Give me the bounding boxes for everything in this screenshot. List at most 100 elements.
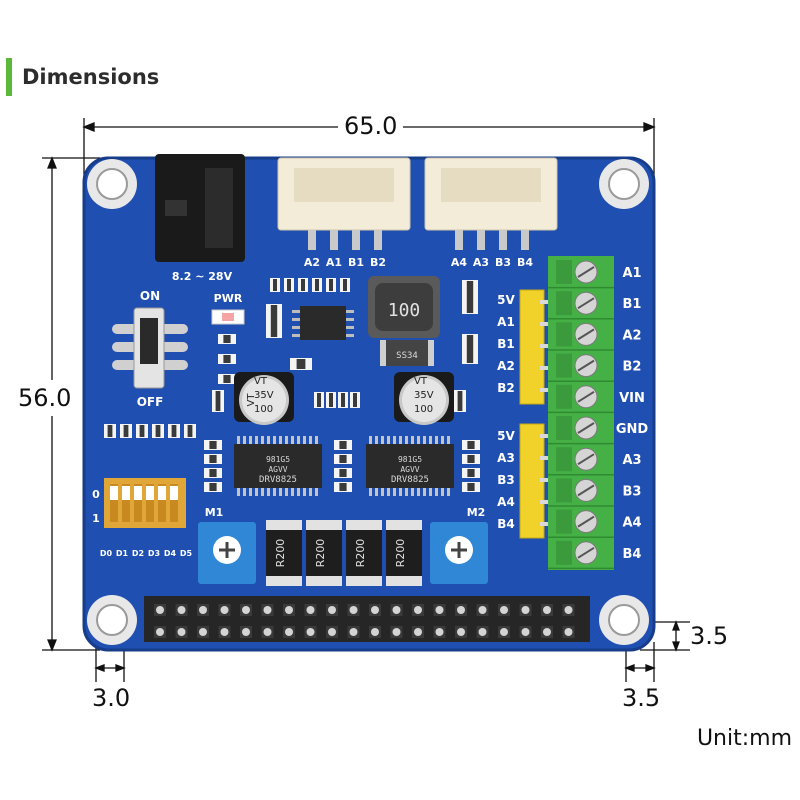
terminal-label: B2	[623, 360, 642, 375]
gpio-pin	[199, 628, 207, 636]
dip-lever	[170, 486, 178, 500]
resistor-label: R200	[314, 539, 327, 568]
gpio-pin	[156, 628, 164, 636]
header-lower-label: B4	[497, 517, 515, 531]
driver-chip-pins	[237, 436, 450, 496]
dip-label: D4	[164, 549, 177, 558]
cap-right-line1: 100	[414, 404, 433, 415]
gpio-pin	[371, 606, 379, 614]
hole-offset-right: 3.5	[622, 684, 661, 712]
dip-switch[interactable]	[104, 478, 186, 528]
gpio-pin	[414, 606, 422, 614]
header-lower-label: A4	[497, 495, 515, 509]
gpio-header	[144, 596, 590, 642]
connector-left-pin: B1	[348, 256, 364, 269]
terminal-label: A3	[622, 453, 641, 468]
pwr-led-label: PWR	[214, 292, 243, 305]
smd-components	[104, 278, 480, 492]
height-arrow-top	[47, 156, 57, 169]
gpio-pin	[392, 628, 401, 636]
resistor: R200	[386, 520, 422, 586]
dc-power-jack	[155, 154, 245, 262]
header-lower-label: 5V	[497, 429, 515, 443]
gpio-pin	[349, 606, 358, 614]
driver-chip-left: 981G5 AGVV DRV8825	[234, 444, 322, 488]
motor-connector-right	[424, 157, 558, 250]
dip-lever	[158, 486, 166, 500]
gpio-pin	[543, 628, 551, 636]
gpio-pin	[564, 628, 573, 636]
gpio-pin	[328, 628, 336, 636]
capacitor-right	[394, 372, 454, 425]
gpio-pin	[242, 628, 250, 636]
connector-right-pin: A3	[473, 256, 489, 269]
svg-text:100: 100	[388, 300, 421, 321]
hole-offset-bottom: 3.5	[690, 622, 729, 650]
height-dimension: 56.0	[18, 380, 72, 416]
width-arrow-left	[82, 122, 95, 132]
dip-lever	[146, 486, 154, 500]
gpio-pin	[543, 606, 551, 614]
resistor: R200	[306, 520, 342, 586]
connector-right-pin: B4	[517, 256, 533, 269]
gpio-pin	[242, 606, 250, 614]
svg-text:981G5: 981G5	[266, 455, 290, 464]
dip-label: D3	[148, 549, 160, 558]
gpio-pin	[306, 606, 315, 614]
dip-lever-slot	[134, 484, 142, 522]
driver-chip-right: 981G5 AGVV DRV8825	[366, 444, 454, 488]
terminal-label: A2	[622, 328, 641, 343]
header-upper-label: 5V	[497, 293, 515, 307]
svg-text:981G5: 981G5	[398, 455, 422, 464]
connector-right-pin: A4	[451, 256, 468, 269]
svg-text:AGVV: AGVV	[268, 465, 287, 474]
resistor: R200	[266, 520, 302, 586]
dip-label: D5	[180, 549, 193, 558]
gpio-pin	[220, 628, 229, 636]
width-dimension: 65.0	[338, 114, 404, 138]
gpio-pin	[263, 606, 272, 614]
dip-lever-slot	[110, 484, 118, 522]
dip-state-1: 1	[92, 512, 100, 525]
motor-1-label: M1	[205, 506, 224, 519]
dip-lever	[134, 486, 142, 500]
terminal-label: VIN	[619, 391, 645, 406]
header-upper-label: A1	[497, 315, 515, 329]
terminal-label: B3	[623, 484, 642, 499]
terminal-label: B1	[623, 297, 642, 312]
dip-lever	[110, 486, 118, 500]
cap-left-line1: 100	[254, 404, 273, 415]
dip-lever-slot	[170, 484, 178, 522]
gpio-pin	[306, 628, 315, 636]
potentiometer-left[interactable]	[198, 522, 256, 584]
gpio-pin	[478, 606, 487, 614]
motor-2-label: M2	[467, 506, 486, 519]
unit-label: Unit:mm	[696, 726, 792, 751]
gpio-pin	[285, 628, 293, 636]
heading-text: Dimensions	[22, 65, 160, 89]
resistor-label: R200	[354, 539, 367, 568]
gpio-pin	[414, 628, 422, 636]
power-switch[interactable]	[112, 307, 188, 389]
dip-label: D2	[132, 549, 144, 558]
regulator-ic	[292, 306, 354, 340]
gpio-pin	[177, 628, 186, 636]
terminal-label: A4	[622, 516, 641, 531]
potentiometer-right[interactable]	[430, 522, 488, 584]
svg-text:SS34: SS34	[396, 351, 418, 361]
connector-left-pin: A2	[304, 256, 320, 269]
cap-left-line3: VT	[254, 376, 268, 387]
gpio-pin	[457, 628, 465, 636]
header-upper-label: A2	[497, 359, 515, 373]
width-arrow-right	[643, 122, 656, 132]
gpio-pin	[521, 606, 530, 614]
dip-lever	[122, 486, 130, 500]
connector-left-pin: B2	[370, 256, 386, 269]
gpio-pin	[328, 606, 336, 614]
pin-headers	[519, 289, 550, 539]
cap-left-line2: 35V	[254, 390, 274, 401]
capacitor-left: VT	[234, 372, 294, 425]
resistor-label: R200	[274, 539, 287, 568]
